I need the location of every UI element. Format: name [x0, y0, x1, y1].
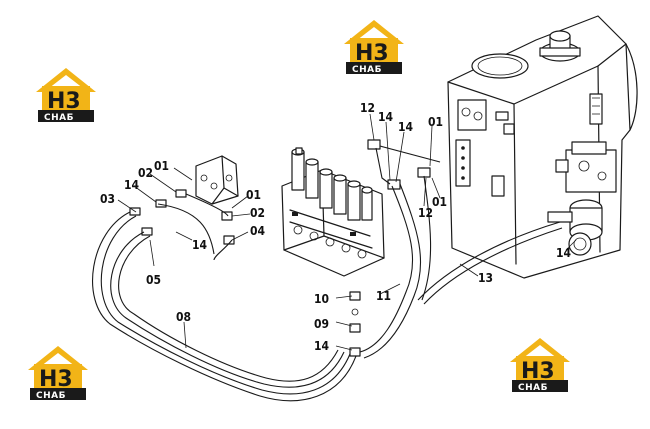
multi-way-control-valve — [281, 147, 385, 277]
callout-09: 09 — [314, 317, 329, 331]
callout-02-b: 02 — [250, 206, 265, 220]
callout-02-a: 02 — [138, 166, 153, 180]
callout-14-a: 14 — [124, 178, 140, 192]
callout-05: 05 — [146, 273, 161, 287]
callout-01-b: 01 — [246, 188, 261, 202]
logo-subtitle: СНАБ — [518, 383, 548, 393]
callout-13: 13 — [478, 271, 493, 285]
callout-01-a: 01 — [154, 159, 169, 173]
logo-mark: H3 — [39, 367, 73, 392]
callout-12-b: 12 — [418, 206, 433, 220]
watermark-logo-bottom-left: H3 СНАБ — [28, 346, 88, 401]
logo-subtitle: СНАБ — [352, 65, 382, 75]
logo-mark: H3 — [355, 41, 389, 66]
callout-14-d: 14 — [398, 120, 414, 134]
watermark-logo-top-left: H3 СНАБ — [36, 68, 96, 123]
hydraulic-tank — [447, 15, 638, 279]
callout-01-d: 01 — [432, 195, 447, 209]
watermark-logo-top-center: H3 СНАБ — [344, 20, 404, 75]
logo-subtitle: СНАБ — [44, 113, 74, 123]
callout-14-c: 14 — [378, 110, 394, 124]
callout-12-a: 12 — [360, 101, 375, 115]
callout-labels: 01 01 01 01 02 02 03 04 05 08 09 10 11 1… — [100, 101, 572, 353]
pilot-valve-block — [195, 155, 239, 205]
callout-03: 03 — [100, 192, 115, 206]
callout-14-e: 14 — [314, 339, 330, 353]
logo-mark: H3 — [521, 359, 555, 384]
callout-11: 11 — [376, 289, 391, 303]
logo-mark: H3 — [47, 89, 81, 114]
callout-10: 10 — [314, 292, 329, 306]
logo-subtitle: СНАБ — [36, 391, 66, 401]
callout-14-f: 14 — [556, 246, 572, 260]
watermark-logo-bottom-right: H3 СНАБ — [510, 338, 570, 393]
callout-04: 04 — [250, 224, 266, 238]
hose-bundle — [92, 145, 563, 402]
callout-01-c: 01 — [428, 115, 443, 129]
callout-08: 08 — [176, 310, 191, 324]
leader-lines — [117, 113, 577, 351]
fittings — [129, 139, 431, 357]
callout-14-b: 14 — [192, 238, 208, 252]
